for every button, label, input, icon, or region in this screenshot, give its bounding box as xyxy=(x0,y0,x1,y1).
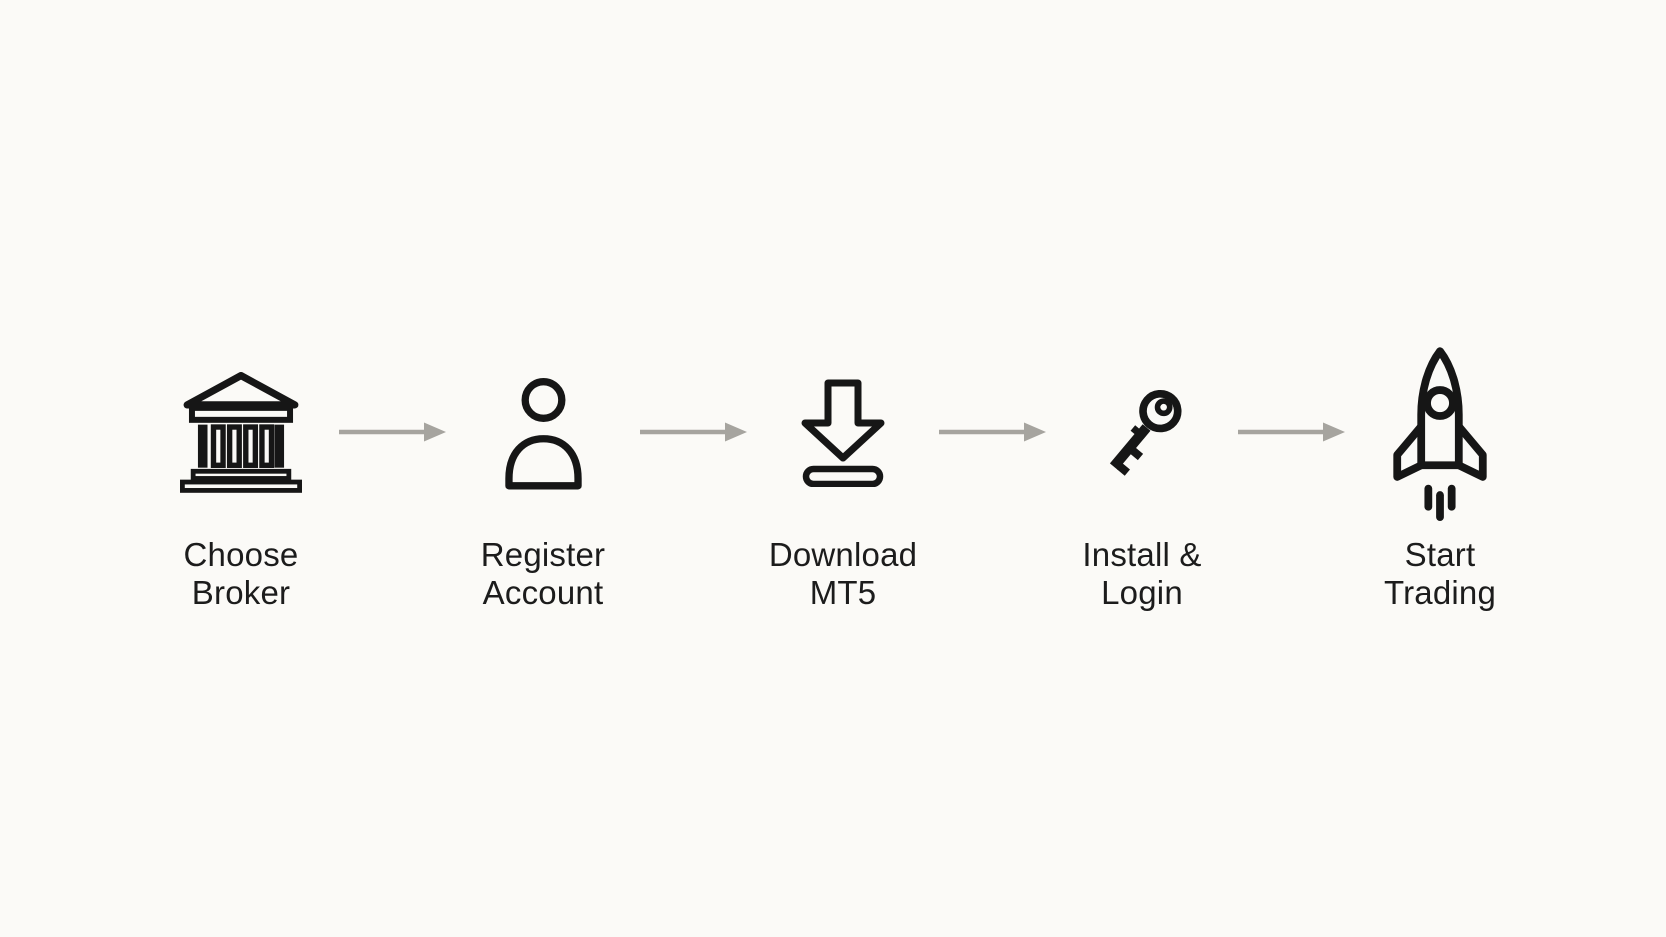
user-icon xyxy=(491,377,596,490)
step-label-line: Download xyxy=(768,536,918,573)
step-label-line: Login xyxy=(1101,574,1183,611)
step-label: Download MT5 xyxy=(713,536,973,612)
step-label-line: Start xyxy=(1404,536,1476,573)
step-label-line: Install & xyxy=(1082,536,1202,573)
rocket-icon xyxy=(1375,346,1505,521)
step-label-line: MT5 xyxy=(809,574,877,611)
right-arrow-icon xyxy=(640,422,747,442)
step-label: Install & Login xyxy=(1012,536,1272,612)
step-label: Choose Broker xyxy=(111,536,371,612)
step-register-account: Register Account xyxy=(413,346,673,612)
step-label-line: Trading xyxy=(1383,574,1497,611)
right-arrow-icon xyxy=(339,422,446,442)
step-label-line: Choose xyxy=(183,536,299,573)
step-label: Register Account xyxy=(413,536,673,612)
step-install-login: Install & Login xyxy=(1012,346,1272,612)
bank-icon xyxy=(175,372,307,494)
step-label-line: Register xyxy=(480,536,606,573)
download-arrow-icon xyxy=(800,379,886,487)
step-label: Start Trading xyxy=(1310,536,1570,612)
step-label-line: Account xyxy=(482,574,604,611)
step-label-line: Broker xyxy=(191,574,291,611)
step-download-mt5: Download MT5 xyxy=(713,346,973,612)
key-icon xyxy=(1091,382,1193,484)
right-arrow-icon xyxy=(1238,422,1345,442)
step-start-trading: Start Trading xyxy=(1310,346,1570,612)
right-arrow-icon xyxy=(939,422,1046,442)
step-choose-broker: Choose Broker xyxy=(111,346,371,612)
